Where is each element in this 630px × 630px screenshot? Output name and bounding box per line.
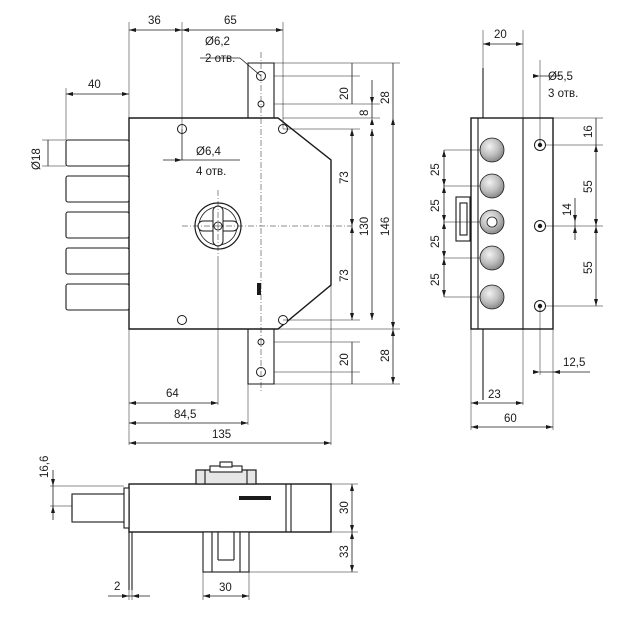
dim-130: 130	[359, 217, 371, 236]
side-hole-5-5-label: Ø5,5	[548, 71, 573, 83]
dim-73-top: 73	[339, 171, 351, 184]
bv-dim-30-height: 30	[339, 501, 351, 514]
hole-6-2-label: Ø6,2	[205, 36, 230, 48]
dim-20-top: 20	[339, 87, 351, 100]
side-dim-25-d: 25	[430, 273, 442, 286]
side-dim-25-b: 25	[430, 199, 442, 212]
hole-6-4-label: Ø6,4	[196, 146, 222, 158]
dim-146: 146	[380, 217, 392, 236]
side-dim-55-bottom: 55	[583, 261, 595, 274]
side-dim-14: 14	[562, 203, 574, 216]
mount-hole	[177, 315, 187, 325]
front-view: 36 65 40 Ø18 Ø6,2 2 отв. Ø6,4 4 отв. 20 …	[31, 15, 400, 445]
side-dim-25-c: 25	[430, 235, 442, 248]
dim-8: 8	[359, 110, 371, 116]
bolt	[65, 211, 130, 239]
dim-84-5: 84,5	[174, 409, 196, 421]
dim-dia-18: Ø18	[31, 148, 43, 170]
slot	[257, 283, 261, 295]
bolt-head	[479, 245, 505, 271]
dim-40: 40	[88, 79, 101, 91]
bv-dim-33: 33	[339, 545, 351, 558]
bottom-body	[128, 483, 332, 533]
side-view: 20 Ø5,5 3 отв. 25 25 25 25 16 55 14	[430, 29, 603, 430]
dim-65: 65	[224, 15, 237, 27]
bottom-bolt	[71, 493, 130, 523]
hole-6-2-note: 2 отв.	[205, 53, 235, 65]
dim-28-bottom: 28	[380, 349, 392, 362]
side-dim-60: 60	[504, 413, 517, 425]
bv-dim-30-width: 30	[219, 582, 232, 594]
dim-135: 135	[212, 429, 231, 441]
bottom-bolt-end	[123, 487, 130, 529]
side-dim-23: 23	[488, 389, 501, 401]
bv-dim-2: 2	[114, 581, 120, 593]
bolts	[65, 139, 130, 311]
cylinder-bottom	[202, 531, 250, 573]
bolt	[65, 247, 130, 275]
key-slot	[239, 496, 271, 500]
bottom-view: 16,6 30 33 2 30	[39, 456, 358, 600]
bolt	[65, 139, 130, 167]
dim-28-top: 28	[380, 91, 392, 104]
dim-64: 64	[166, 388, 179, 400]
hole-6-4-note: 4 отв.	[196, 166, 226, 178]
side-dim-12-5: 12,5	[563, 357, 585, 369]
bv-dim-16-6: 16,6	[39, 456, 51, 478]
side-dim-55-top: 55	[583, 180, 595, 193]
bolt	[65, 175, 130, 203]
dim-36: 36	[148, 15, 161, 27]
side-dim-20: 20	[494, 29, 507, 41]
side-dim-16: 16	[583, 125, 595, 138]
bolt-head	[479, 137, 505, 163]
bolt-head	[479, 173, 505, 199]
dim-20-bottom: 20	[339, 353, 351, 366]
side-hole-5-5-note: 3 отв.	[548, 88, 578, 100]
bolt	[65, 283, 130, 311]
bolt-head	[479, 284, 505, 310]
dim-73-bottom: 73	[339, 269, 351, 282]
side-dim-25-a: 25	[430, 163, 442, 176]
